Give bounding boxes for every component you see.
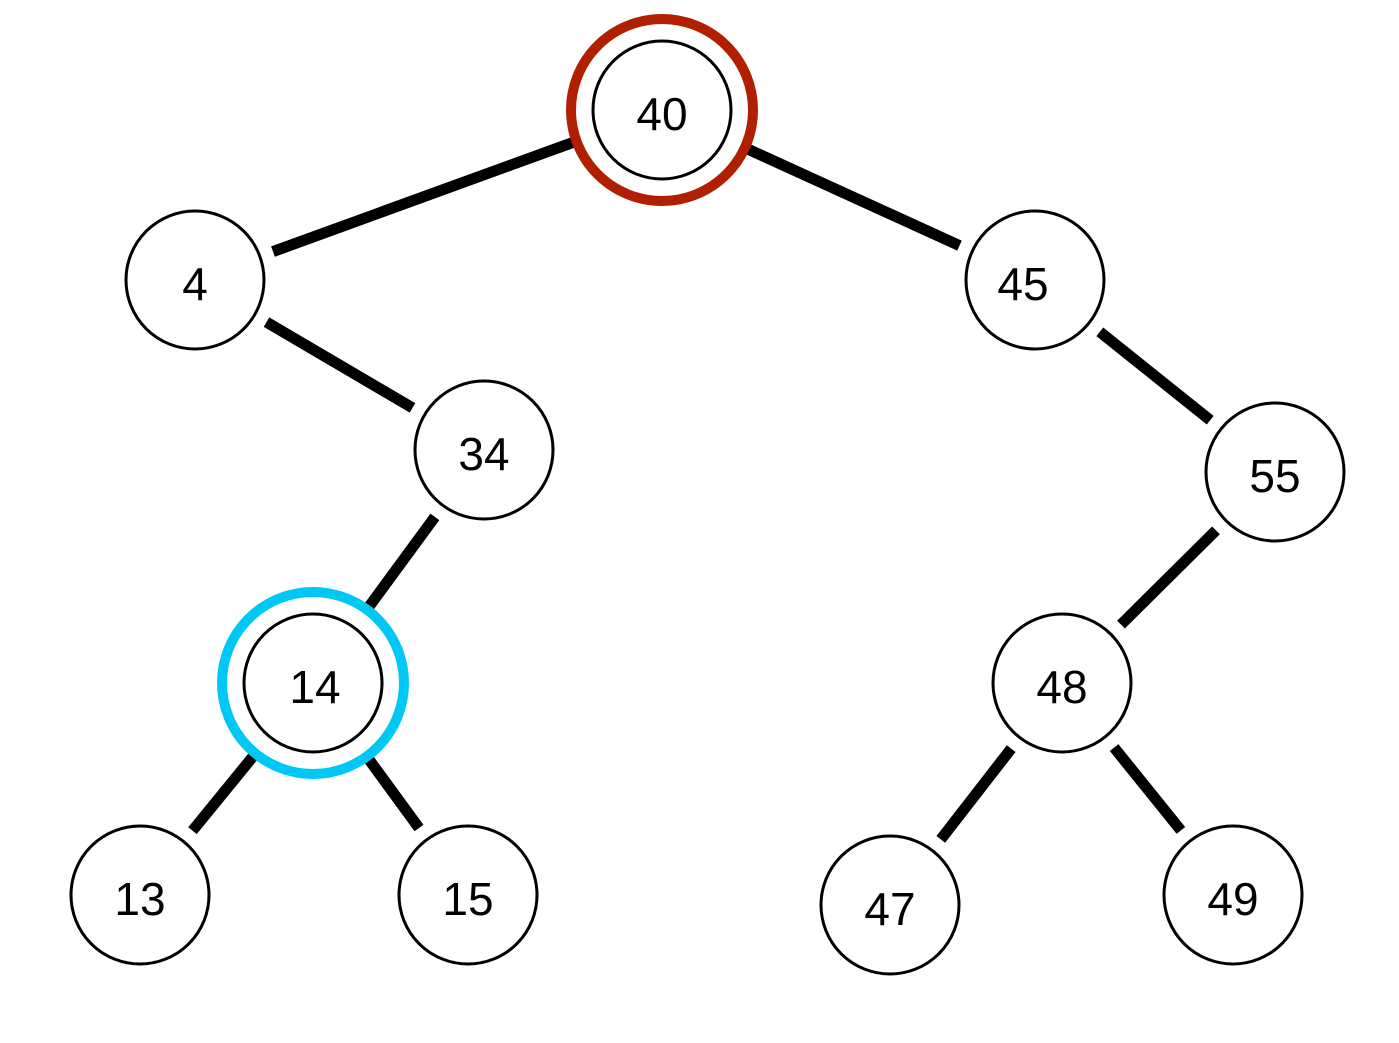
tree-node-13: 13	[69, 824, 211, 966]
node-circle-40	[591, 39, 733, 181]
tree-nodes: 40 4 45 34 55 14 48 13 15 47 49	[69, 39, 1346, 976]
edge-4-34	[263, 317, 416, 413]
node-label-55: 55	[1249, 450, 1300, 502]
node-circle-14	[242, 612, 384, 754]
node-label-15: 15	[442, 873, 493, 925]
node-circle-15	[397, 824, 539, 966]
node-circle-47	[819, 834, 961, 976]
node-label-40: 40	[636, 88, 687, 140]
edge-14-15	[357, 746, 424, 832]
tree-node-47: 47	[819, 834, 961, 976]
edge-34-14	[357, 513, 440, 620]
node-label-14: 14	[289, 661, 340, 713]
edge-48-47	[936, 745, 1016, 843]
node-circle-55	[1204, 401, 1346, 543]
tree-node-40: 40	[591, 39, 733, 181]
node-label-48: 48	[1036, 661, 1087, 713]
node-circle-4	[124, 209, 266, 351]
tree-node-48: 48	[991, 612, 1133, 754]
node-label-49: 49	[1207, 873, 1258, 925]
tree-node-4: 4	[124, 209, 266, 351]
node-label-34: 34	[458, 428, 509, 480]
edge-14-13	[188, 743, 265, 835]
edge-48-49	[1109, 744, 1186, 834]
node-label-45: 45	[997, 258, 1048, 310]
node-label-4: 4	[182, 258, 208, 310]
node-circle-34	[413, 379, 555, 521]
edge-40-45	[735, 139, 962, 251]
tree-edges	[188, 133, 1220, 843]
tree-node-34: 34	[413, 379, 555, 521]
tree-node-14: 14	[242, 612, 384, 754]
tree-node-45: 45	[964, 209, 1106, 351]
tree-node-49: 49	[1162, 824, 1304, 966]
node-circle-45	[964, 209, 1106, 351]
tree-node-55: 55	[1204, 401, 1346, 543]
edge-40-4	[271, 133, 586, 257]
node-label-47: 47	[864, 883, 915, 935]
node-label-13: 13	[114, 873, 165, 925]
edge-45-55	[1096, 327, 1214, 425]
node-circle-48	[991, 612, 1133, 754]
node-circle-49	[1162, 824, 1304, 966]
edge-55-48	[1117, 526, 1220, 629]
node-circle-13	[69, 824, 211, 966]
tree-node-15: 15	[397, 824, 539, 966]
